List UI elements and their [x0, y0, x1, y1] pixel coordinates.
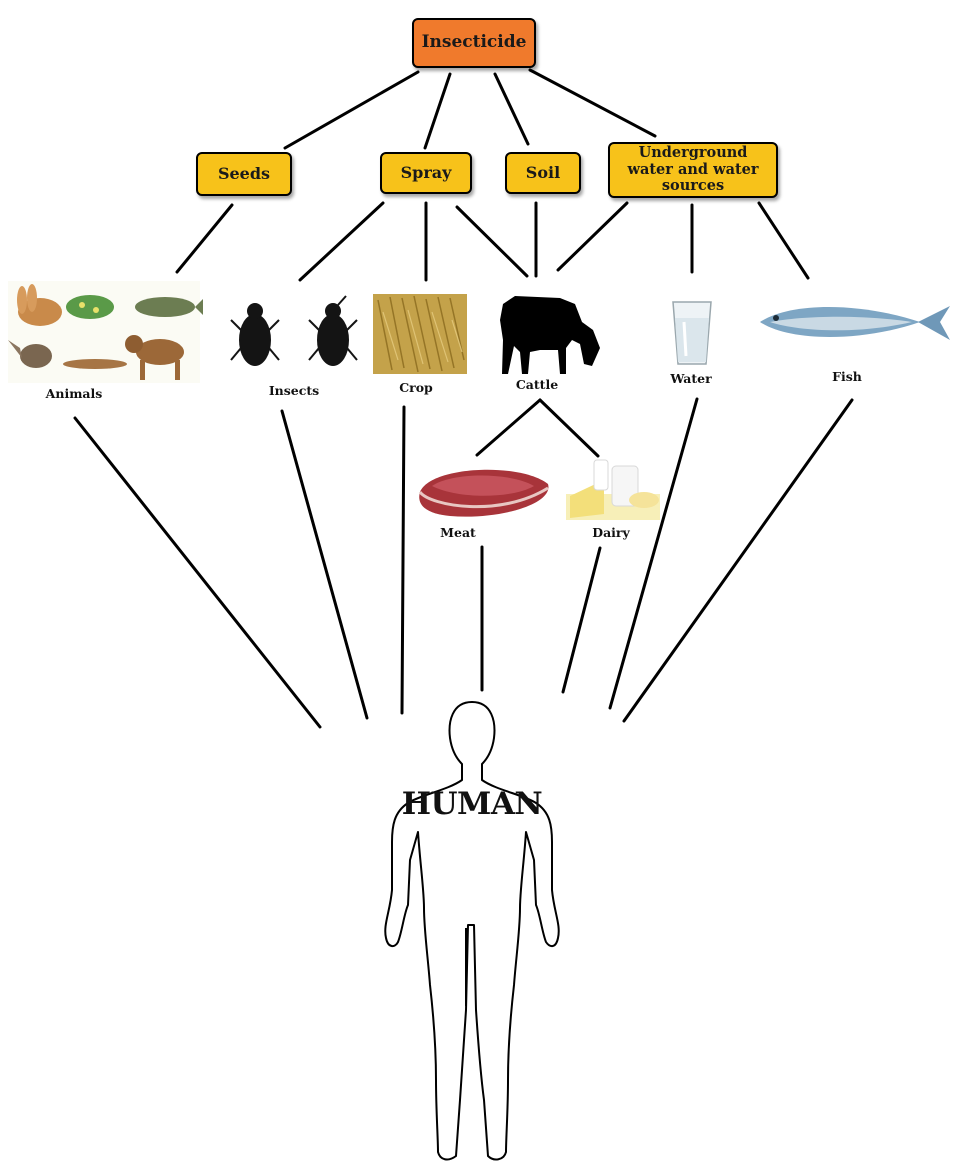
meat-icon: [419, 470, 548, 517]
spray-box: Spray: [380, 152, 472, 194]
cattle-label: Cattle: [516, 377, 558, 392]
edge-water-human: [610, 399, 697, 708]
animals-icon: [8, 281, 203, 383]
edge-root-spray: [425, 74, 450, 148]
fish-label: Fish: [832, 369, 862, 384]
edge-insects-human: [282, 411, 367, 718]
soil-box: Soil: [505, 152, 581, 194]
human-outline-icon: [385, 702, 558, 1159]
seeds-box: Seeds: [196, 152, 292, 196]
edge-water-sources-fish: [759, 203, 808, 278]
insects-label: Insects: [269, 383, 319, 398]
edge-root-water-sources: [530, 70, 655, 136]
edge-spray-insects: [300, 203, 383, 280]
wheat-icon: [373, 294, 467, 374]
meat-label: Meat: [440, 525, 476, 540]
edge-water-sources-cattle: [558, 203, 627, 270]
edge-crop-human: [402, 407, 404, 713]
fish-icon: [760, 306, 950, 340]
edge-fish-human: [624, 400, 852, 721]
animals-label: Animals: [46, 386, 103, 401]
cow-icon: [500, 296, 600, 374]
dairy-label: Dairy: [592, 525, 630, 540]
water-sources-box: Underground water and water sources: [608, 142, 778, 198]
edge-root-seeds: [285, 72, 418, 148]
edge-spray-cattle: [457, 207, 527, 276]
edge-cattle-dairy: [540, 400, 598, 456]
water-glass-icon: [673, 302, 711, 364]
edge-seeds-animals: [177, 205, 232, 272]
edge-dairy-human: [563, 548, 600, 692]
insecticide-box: Insecticide: [412, 18, 536, 68]
dairy-icon: [566, 460, 660, 520]
human-label: HUMAN: [402, 786, 543, 822]
beetle-icon: [231, 296, 357, 366]
crop-label: Crop: [399, 380, 433, 395]
edge-root-soil: [495, 74, 528, 144]
water-label: Water: [670, 371, 711, 386]
edge-animals-human: [75, 418, 320, 727]
edge-cattle-meat: [477, 400, 540, 455]
